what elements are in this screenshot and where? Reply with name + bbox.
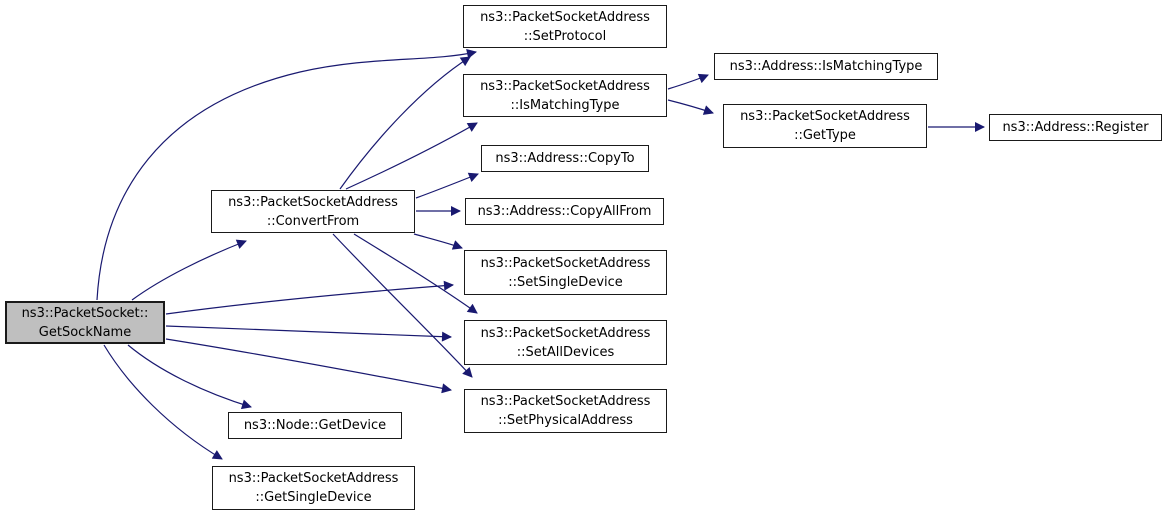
node-label: ::IsMatchingType: [510, 97, 620, 113]
edge-convertfrom-setsingledevice: [413, 233, 463, 250]
node-label: ::SetProtocol: [523, 28, 607, 44]
edge-convertfrom-setprotocol: [339, 56, 471, 190]
edge-convertfrom-setphysicaladdress: [332, 233, 473, 378]
edge-convertfrom-psa-ismatchingtype: [345, 122, 478, 190]
edge-getsockname-setphysicaladdress: [165, 338, 452, 394]
edge-convertfrom-copyto: [415, 172, 479, 199]
node-label: ns3::PacketSocketAddress: [480, 325, 651, 341]
node-label: ns3::Address::Register: [1002, 120, 1149, 135]
node-label: ::SetAllDevices: [516, 344, 615, 360]
node-label: ns3::PacketSocketAddress: [228, 471, 399, 486]
node-label: ns3::Address::CopyAllFrom: [477, 204, 652, 219]
edge-getsockname-setsingledevice: [165, 280, 454, 315]
node-label: ns3::Node::GetDevice: [243, 418, 387, 433]
node-label: ns3::PacketSocketAddress: [480, 394, 651, 409]
node-label: ns3::PacketSocketAddress: [480, 78, 650, 94]
node-label: ::GetType: [794, 128, 856, 143]
node-register[interactable]: ns3::Address::Register: [989, 114, 1162, 141]
node-label: ns3::Address::IsMatchingType: [729, 59, 923, 74]
edge-getsockname-nodegetdevice: [127, 344, 252, 410]
node-getsockname: ns3::PacketSocket:: GetSockName: [5, 301, 165, 344]
node-copyto[interactable]: ns3::Address::CopyTo: [481, 145, 649, 172]
node-label: ns3::PacketSocketAddress: [740, 109, 910, 124]
node-setphysicaladdress[interactable]: ns3::PacketSocketAddress ::SetPhysicalAd…: [464, 389, 667, 433]
node-label: ns3::PacketSocket::: [21, 305, 149, 321]
edge-psa-ismatchingtype-addr-ismatchingtype: [667, 73, 709, 90]
node-getsingledevice[interactable]: ns3::PacketSocketAddress ::GetSingleDevi…: [212, 466, 415, 510]
node-nodegetdevice[interactable]: ns3::Node::GetDevice: [228, 412, 402, 439]
node-label: ns3::PacketSocketAddress: [228, 194, 398, 210]
node-copyallfrom[interactable]: ns3::Address::CopyAllFrom: [465, 198, 664, 225]
node-label: ns3::PacketSocketAddress: [480, 9, 650, 25]
edge-convertfrom-setalldevices: [353, 233, 478, 314]
node-label: ::SetSingleDevice: [508, 274, 623, 290]
node-label: ::GetSingleDevice: [255, 490, 372, 505]
edge-psa-ismatchingtype-gettype: [667, 99, 714, 115]
edge-getsockname-getsingledevice: [103, 344, 223, 460]
node-gettype[interactable]: ns3::PacketSocketAddress ::GetType: [723, 104, 927, 148]
node-addr-ismatchingtype[interactable]: ns3::Address::IsMatchingType: [714, 53, 938, 80]
node-label: ::ConvertFrom: [266, 213, 360, 229]
edge-getsockname-setalldevices: [165, 325, 452, 342]
node-label: ::SetPhysicalAddress: [498, 413, 633, 428]
node-setsingledevice[interactable]: ns3::PacketSocketAddress ::SetSingleDevi…: [464, 250, 667, 295]
node-convertfrom[interactable]: ns3::PacketSocketAddress ::ConvertFrom: [211, 190, 415, 233]
node-label: GetSockName: [38, 324, 132, 340]
node-label: ns3::Address::CopyTo: [495, 151, 635, 166]
node-setalldevices[interactable]: ns3::PacketSocketAddress ::SetAllDevices: [464, 320, 667, 365]
node-label: ns3::PacketSocketAddress: [480, 255, 651, 271]
node-setprotocol[interactable]: ns3::PacketSocketAddress ::SetProtocol: [463, 5, 667, 48]
edge-getsockname-setprotocol: [96, 49, 477, 301]
node-psa-ismatchingtype[interactable]: ns3::PacketSocketAddress ::IsMatchingTyp…: [463, 74, 667, 117]
edge-getsockname-convertfrom: [131, 239, 247, 301]
